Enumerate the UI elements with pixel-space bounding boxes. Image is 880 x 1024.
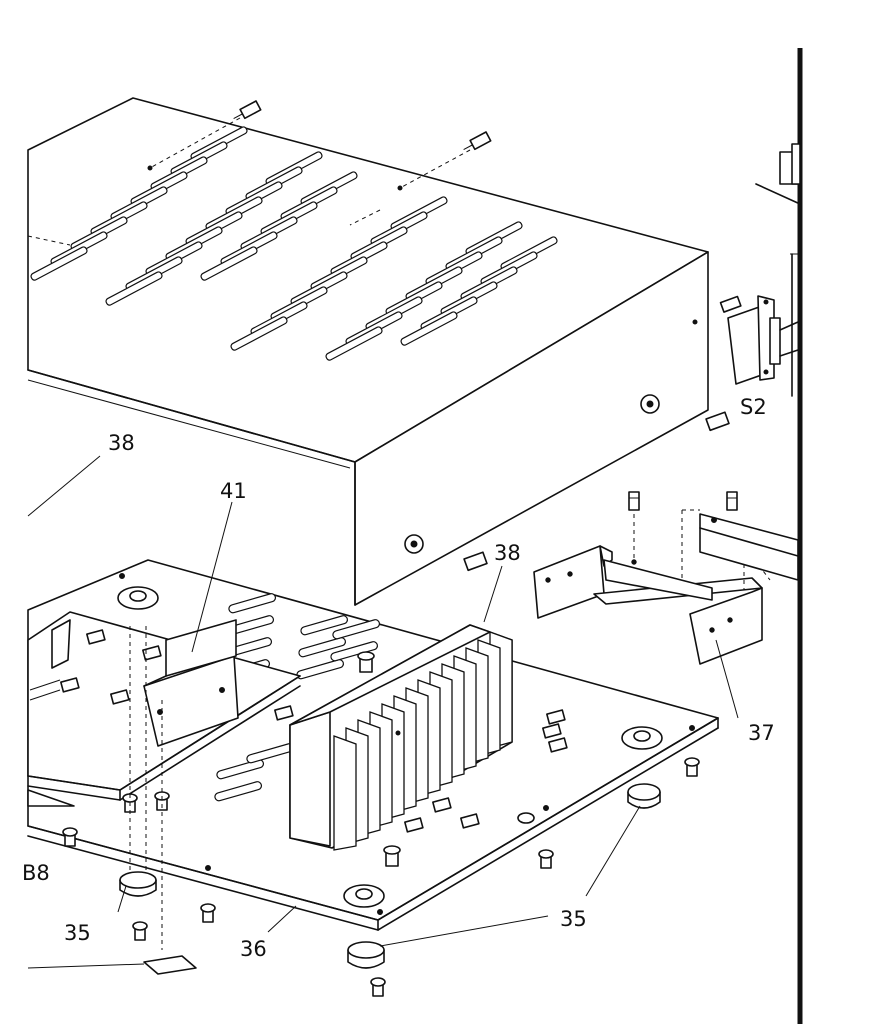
rear-panel-edge	[755, 48, 803, 1024]
leader-lines	[27, 455, 739, 969]
assembly-guide-lines	[129, 626, 163, 950]
label-bracket-right: 37	[748, 721, 775, 745]
base-grommets	[117, 586, 663, 908]
switch-s2	[727, 295, 799, 385]
cover-vent-slots-right	[230, 196, 558, 361]
label-switch: S2	[740, 395, 767, 419]
label-foot-left: 35	[64, 921, 91, 945]
adhesive-pad	[143, 955, 197, 975]
cover-vent-slots-left	[30, 126, 358, 306]
label-edge-ref: B8	[22, 861, 50, 885]
callout-labels: 38 41 38 S2 37 35 35 36 B8	[22, 395, 775, 961]
foot-right	[627, 783, 661, 809]
cover-screws	[233, 100, 742, 572]
label-foot-right: 35	[560, 907, 587, 931]
foot-bottom	[347, 941, 385, 969]
heatsink	[289, 624, 513, 851]
right-bracket	[533, 491, 771, 665]
label-chassis: 36	[240, 937, 267, 961]
label-bracket-left: 41	[220, 479, 247, 503]
rubber-feet	[119, 783, 661, 969]
top-cover	[27, 97, 709, 606]
side-rail	[699, 513, 799, 581]
foot-left	[119, 871, 157, 897]
label-heatsink: 38	[494, 541, 521, 565]
left-bracket	[51, 619, 239, 747]
label-cover: 38	[108, 431, 135, 455]
